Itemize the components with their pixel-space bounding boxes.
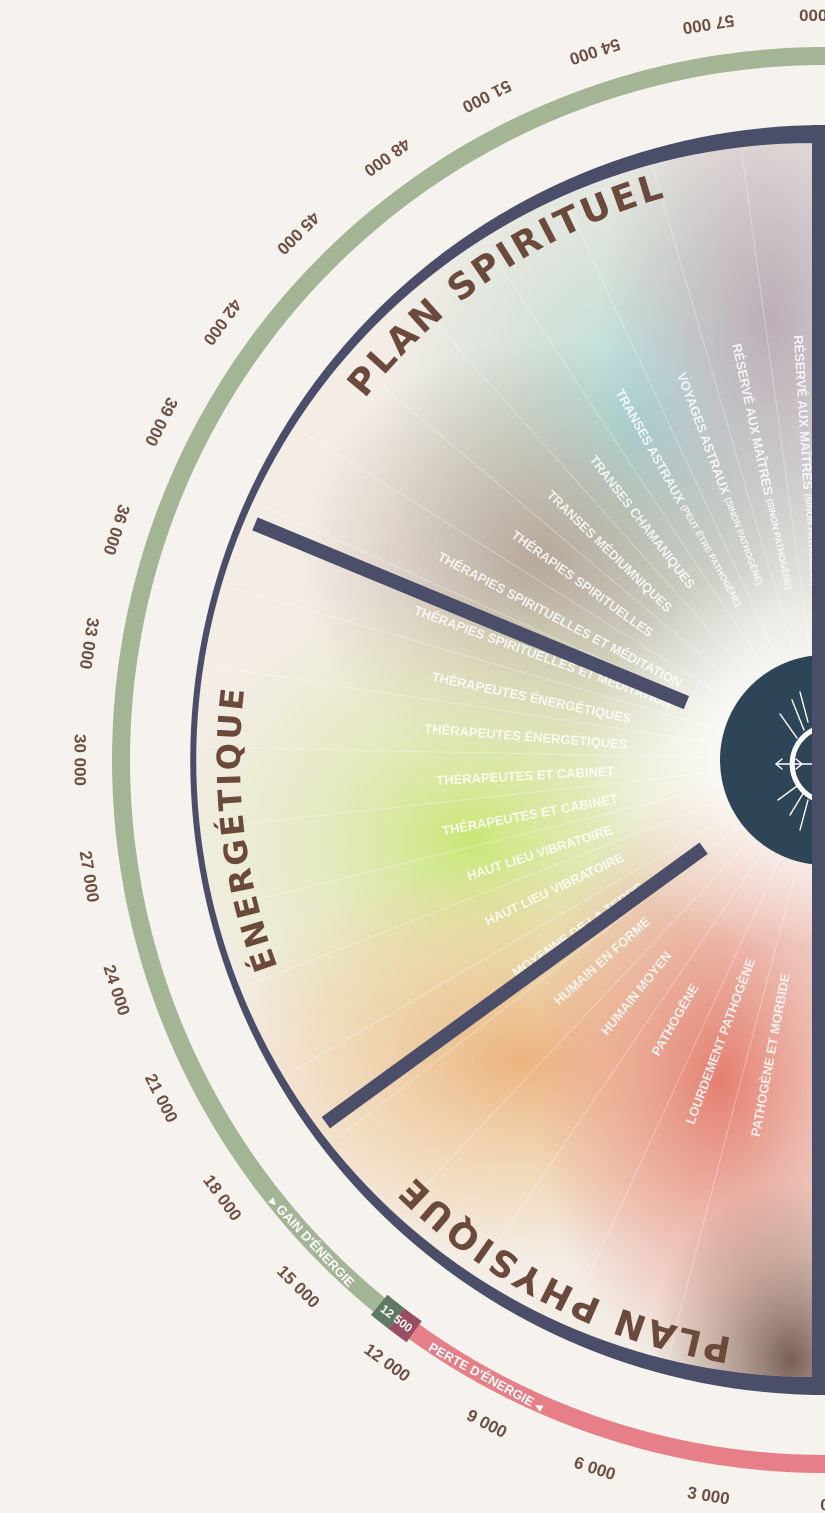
level-ray (485, 244, 766, 669)
scale-tick-label: 51 000 (459, 76, 514, 117)
threshold-gain-marker (370, 1294, 405, 1329)
threshold-loss-marker (388, 1308, 422, 1343)
level-ray (302, 431, 733, 702)
plane-divider (321, 842, 708, 1129)
wheel-edge (812, 125, 825, 1395)
level-ray (652, 167, 795, 655)
scale-tick-label: 0 (820, 1496, 825, 1513)
scale-tick-label: 45 000 (273, 208, 323, 258)
energy-loss-arc (408, 1324, 825, 1473)
level-ray (249, 799, 723, 985)
level-ray (232, 587, 720, 730)
level-ray (564, 200, 780, 661)
scale-tick-label: 60 000 (799, 6, 825, 25)
scale-tick-label: 48 000 (360, 134, 413, 180)
level-ray (667, 866, 798, 1357)
level-ray (225, 785, 719, 908)
level-note: (SINON PATHOGÈNE) (803, 493, 819, 586)
level-ray (740, 148, 811, 652)
scale-tick-label: 42 000 (199, 295, 245, 348)
scale-tick-label: 33 000 (76, 616, 103, 670)
scale-tick-label: 30 000 (71, 734, 90, 786)
level-ray (353, 361, 742, 690)
level-ray (211, 771, 716, 829)
scale-tick-label: 6 000 (572, 1453, 618, 1484)
level-ray (215, 666, 717, 744)
energy-loss-label: PERTE D'ÉNERGIE ◂ (426, 1339, 546, 1414)
level-ray (402, 839, 751, 1211)
scale-tick-label: 18 000 (199, 1171, 245, 1224)
scale-tick-label: 24 000 (99, 963, 133, 1018)
level-ray (477, 850, 764, 1271)
level-ray (292, 815, 731, 1072)
moon-and-arrow-icon (774, 691, 821, 831)
scale-tick-label: 54 000 (567, 34, 622, 68)
scale-tick-label: 15 000 (273, 1262, 323, 1312)
level-ray (414, 298, 753, 679)
plane-dividers (252, 517, 708, 1129)
level-ray (208, 746, 716, 759)
scale-tick-label: 9 000 (464, 1406, 511, 1442)
scale-tick-label: 36 000 (99, 502, 133, 557)
scale-tick-label: 27 000 (76, 849, 103, 903)
scale-tick-label: 57 000 (681, 11, 735, 38)
center-hub (720, 655, 825, 865)
level-ray (567, 859, 780, 1322)
scale-tick-label: 39 000 (141, 394, 182, 449)
scale-tick-label: 21 000 (141, 1071, 182, 1126)
plane-divider (252, 517, 690, 710)
scale-tick-label: 12 000 (360, 1340, 413, 1386)
scale-tick-label: 3 000 (686, 1483, 731, 1508)
